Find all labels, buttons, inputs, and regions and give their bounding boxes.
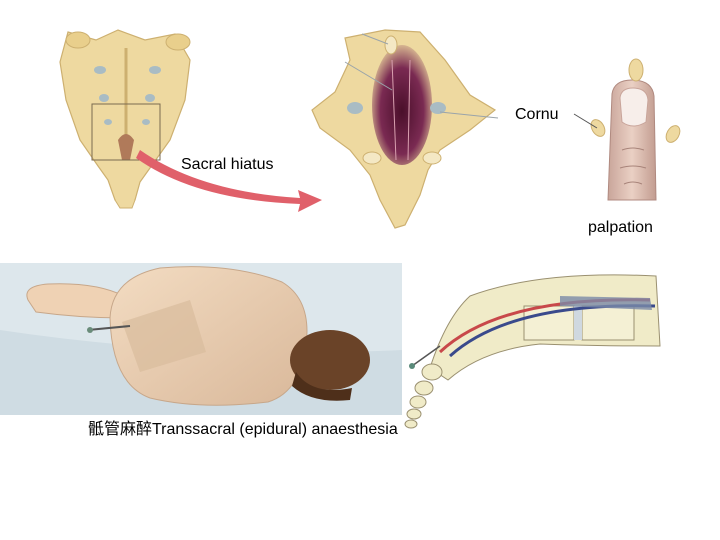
sacral-foramen [149,66,161,74]
spine-sagittal-section [404,274,661,429]
hiatus-opening [372,45,432,165]
zoom-arrow [136,150,322,212]
caption-text: 骶管麻醉Transsacral (epidural) anaesthesia [88,421,398,438]
patient-position-illustration [0,263,402,415]
sacral-foramen [104,119,112,125]
sacrum-posterior-view [59,29,191,209]
sacral-foramen [142,119,150,125]
cornu-bump [590,119,606,137]
cornu-pointer [573,113,598,129]
cornu-bump [665,125,681,143]
cornu-bump [628,58,644,82]
vertebral-body [581,305,635,341]
fingernail [619,87,649,127]
sacral-foramen [99,94,109,102]
sacral-foramen [94,66,106,74]
sacral-hiatus-detail [311,29,499,229]
finger-palpation [573,58,681,201]
label-cornu: Cornu [515,106,559,123]
sacral-foramen [145,94,155,102]
label-sacral-hiatus: Sacral hiatus [181,156,274,173]
label-palpation: palpation [588,219,653,236]
inset-box [91,103,161,161]
